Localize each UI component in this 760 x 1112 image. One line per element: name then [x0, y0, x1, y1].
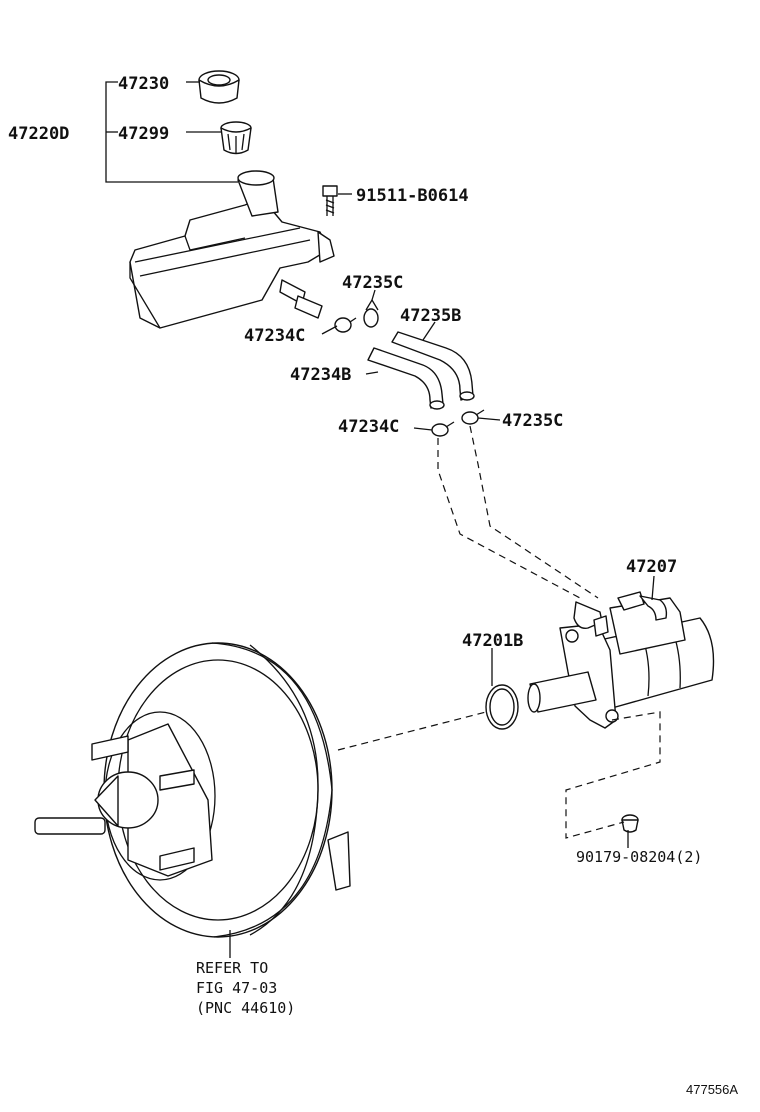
label-47235c-bottom: 47235C	[502, 411, 563, 431]
label-47235b: 47235B	[400, 306, 461, 326]
label-47234c-bottom: 47234C	[338, 417, 399, 437]
leader-lines	[105, 81, 655, 958]
label-47230: 47230	[118, 74, 169, 94]
label-47299: 47299	[118, 124, 169, 144]
brake-booster	[34, 642, 351, 938]
dashed-connection-lines	[337, 425, 661, 839]
clamp-47234c-lower	[431, 421, 455, 437]
refer-line-2: FIG 47-03	[196, 979, 277, 997]
label-47207: 47207	[626, 557, 677, 577]
label-47201b: 47201B	[462, 631, 523, 651]
hose-47235b	[391, 331, 475, 401]
label-91511: 91511-B0614	[356, 186, 469, 206]
label-90179: 90179-08204(2)	[576, 848, 702, 866]
nut-90179	[621, 814, 639, 833]
reservoir-tank	[129, 170, 335, 329]
figure-id: 477556A	[686, 1082, 738, 1097]
refer-line-1: REFER TO	[196, 959, 268, 977]
clamp-47235c-upper	[363, 298, 379, 328]
refer-line-3: (PNC 44610)	[196, 999, 295, 1017]
reservoir-strainer-47299	[220, 121, 252, 155]
clamp-47234c-upper	[334, 317, 357, 333]
reservoir-outlet-nipples	[279, 279, 323, 319]
label-47234b: 47234B	[290, 365, 351, 385]
master-cylinder-47207	[527, 591, 715, 729]
label-47220d: 47220D	[8, 124, 69, 144]
label-47235c-top: 47235C	[342, 273, 403, 293]
hose-47234b	[367, 347, 445, 410]
reservoir-cap-47230	[198, 70, 240, 104]
clamp-47235c-lower	[461, 409, 485, 425]
bolt-91511	[322, 185, 338, 216]
o-ring-47201b	[485, 684, 519, 730]
label-47234c-top: 47234C	[244, 326, 305, 346]
